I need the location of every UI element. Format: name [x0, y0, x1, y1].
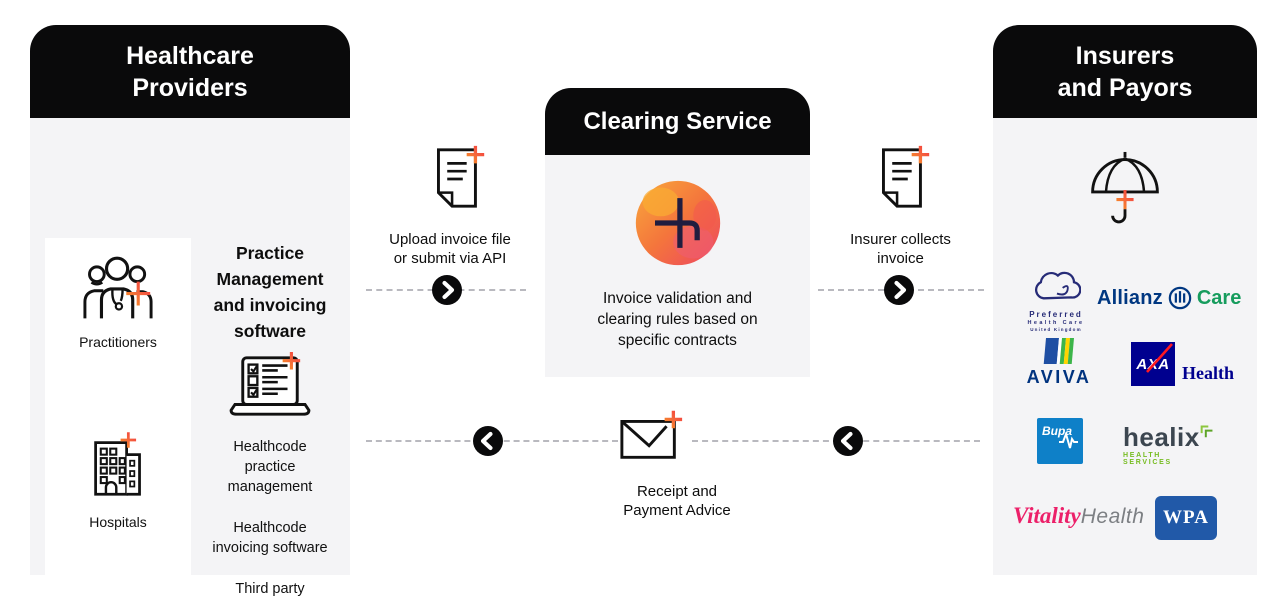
- arrow-left-icon: [833, 426, 863, 456]
- laptop-wrap: [191, 350, 349, 427]
- axa-stripe-icon: [1146, 343, 1173, 373]
- bupa-wordmark: Bupa: [1042, 424, 1072, 438]
- healix-corner-icon: [1200, 425, 1213, 438]
- logo-bupa: Bupa: [1037, 418, 1083, 464]
- vitality-health-wordmark: Health: [1080, 505, 1145, 528]
- preferred-line2: Health Care: [1027, 320, 1085, 326]
- laptop-checklist-icon: [229, 351, 311, 416]
- hospitals-label: Hospitals: [89, 514, 147, 530]
- receipt-envelope-figure: [618, 408, 686, 467]
- invoice-file-icon: [437, 145, 485, 208]
- software-item: Healthcode practice management: [227, 439, 313, 495]
- practitioners-icon: [83, 256, 153, 319]
- logo-aviva: AVIVA: [1021, 338, 1097, 388]
- upload-invoice-figure: [425, 142, 485, 219]
- hospitals-figure: Hospitals: [45, 428, 191, 530]
- hospitals-icon: [94, 432, 141, 496]
- arrow-right-icon: [884, 275, 914, 305]
- insurers-payors-body: Preferred Health Care United Kingdom All…: [993, 118, 1257, 575]
- practitioners-figure: Practitioners: [45, 254, 191, 350]
- logo-preferred-health-care: Preferred Health Care United Kingdom: [1023, 268, 1089, 332]
- healthcare-providers-panel: Healthcare Providers: [30, 25, 350, 600]
- software-item: Third party practice management: [235, 581, 305, 597]
- axa-square: AXA: [1131, 342, 1175, 386]
- preferred-cloud-icon: [1034, 271, 1082, 300]
- clearing-service-logo: [635, 180, 720, 266]
- insurers-payors-panel: Insurers and Payors Preferred Health Ca: [993, 25, 1257, 575]
- healthcare-providers-title: Healthcare Providers: [126, 41, 254, 102]
- aviva-wordmark: AVIVA: [1026, 367, 1092, 387]
- provider-types-box: Practitioners: [45, 238, 191, 600]
- preferred-line1: Preferred: [1029, 310, 1083, 319]
- software-item: Healthcode invoicing software: [212, 520, 328, 556]
- clearing-service-panel: Clearing Service Invoice validation and …: [545, 88, 810, 377]
- clearing-description: Invoice validation and clearing rules ba…: [597, 290, 758, 349]
- healthcare-providers-body: Practitioners: [30, 118, 350, 600]
- bupa-pulse-icon: [1059, 432, 1078, 449]
- invoice-file-icon: [882, 145, 930, 208]
- healix-subtitle: HEALTH SERVICES: [1123, 452, 1172, 466]
- clearing-service-title: Clearing Service: [583, 107, 772, 135]
- umbrella-wrap: [1085, 148, 1165, 239]
- envelope-icon: [620, 410, 683, 459]
- clearing-logo-wrap: [545, 155, 810, 274]
- logo-healix: healix HEALTH SERVICES: [1123, 424, 1213, 466]
- vitality-wordmark: Vitality: [1013, 503, 1081, 528]
- insurers-payors-title: Insurers and Payors: [1057, 41, 1193, 102]
- software-column: Practice Management and invoicing softwa…: [191, 240, 349, 600]
- allianz-wordmark: Allianz: [1097, 286, 1163, 309]
- logo-wpa: WPA: [1155, 496, 1217, 540]
- axa-health-wordmark: Health: [1182, 363, 1234, 383]
- healix-wordmark: healix: [1123, 422, 1200, 452]
- allianz-symbol-icon: [1168, 286, 1192, 310]
- upload-invoice-label: Upload invoice file or submit via API: [389, 231, 511, 267]
- umbrella-icon: [1091, 151, 1159, 224]
- arrow-left-icon: [473, 426, 503, 456]
- healthcare-providers-header: Healthcare Providers: [30, 25, 350, 118]
- aviva-flag-icon: [1043, 338, 1074, 364]
- practitioners-label: Practitioners: [79, 334, 157, 350]
- arrow-right-icon: [432, 275, 462, 305]
- preferred-line3: United Kingdom: [1030, 327, 1082, 332]
- insurers-payors-header: Insurers and Payors: [993, 25, 1257, 118]
- allianz-care-wordmark: Care: [1196, 286, 1242, 309]
- clearing-service-body: Invoice validation and clearing rules ba…: [545, 155, 810, 377]
- software-title: Practice Management and invoicing softwa…: [213, 243, 327, 341]
- logo-axa-health: AXA Health: [1131, 342, 1234, 386]
- collect-invoice-label: Insurer collects invoice: [850, 231, 951, 267]
- wpa-wordmark: WPA: [1163, 507, 1209, 528]
- clearing-service-header: Clearing Service: [545, 88, 810, 155]
- collect-invoice-figure: [870, 142, 930, 219]
- logo-allianz-care: Allianz Care: [1097, 286, 1241, 310]
- receipt-payment-label: Receipt and Payment Advice: [623, 483, 731, 519]
